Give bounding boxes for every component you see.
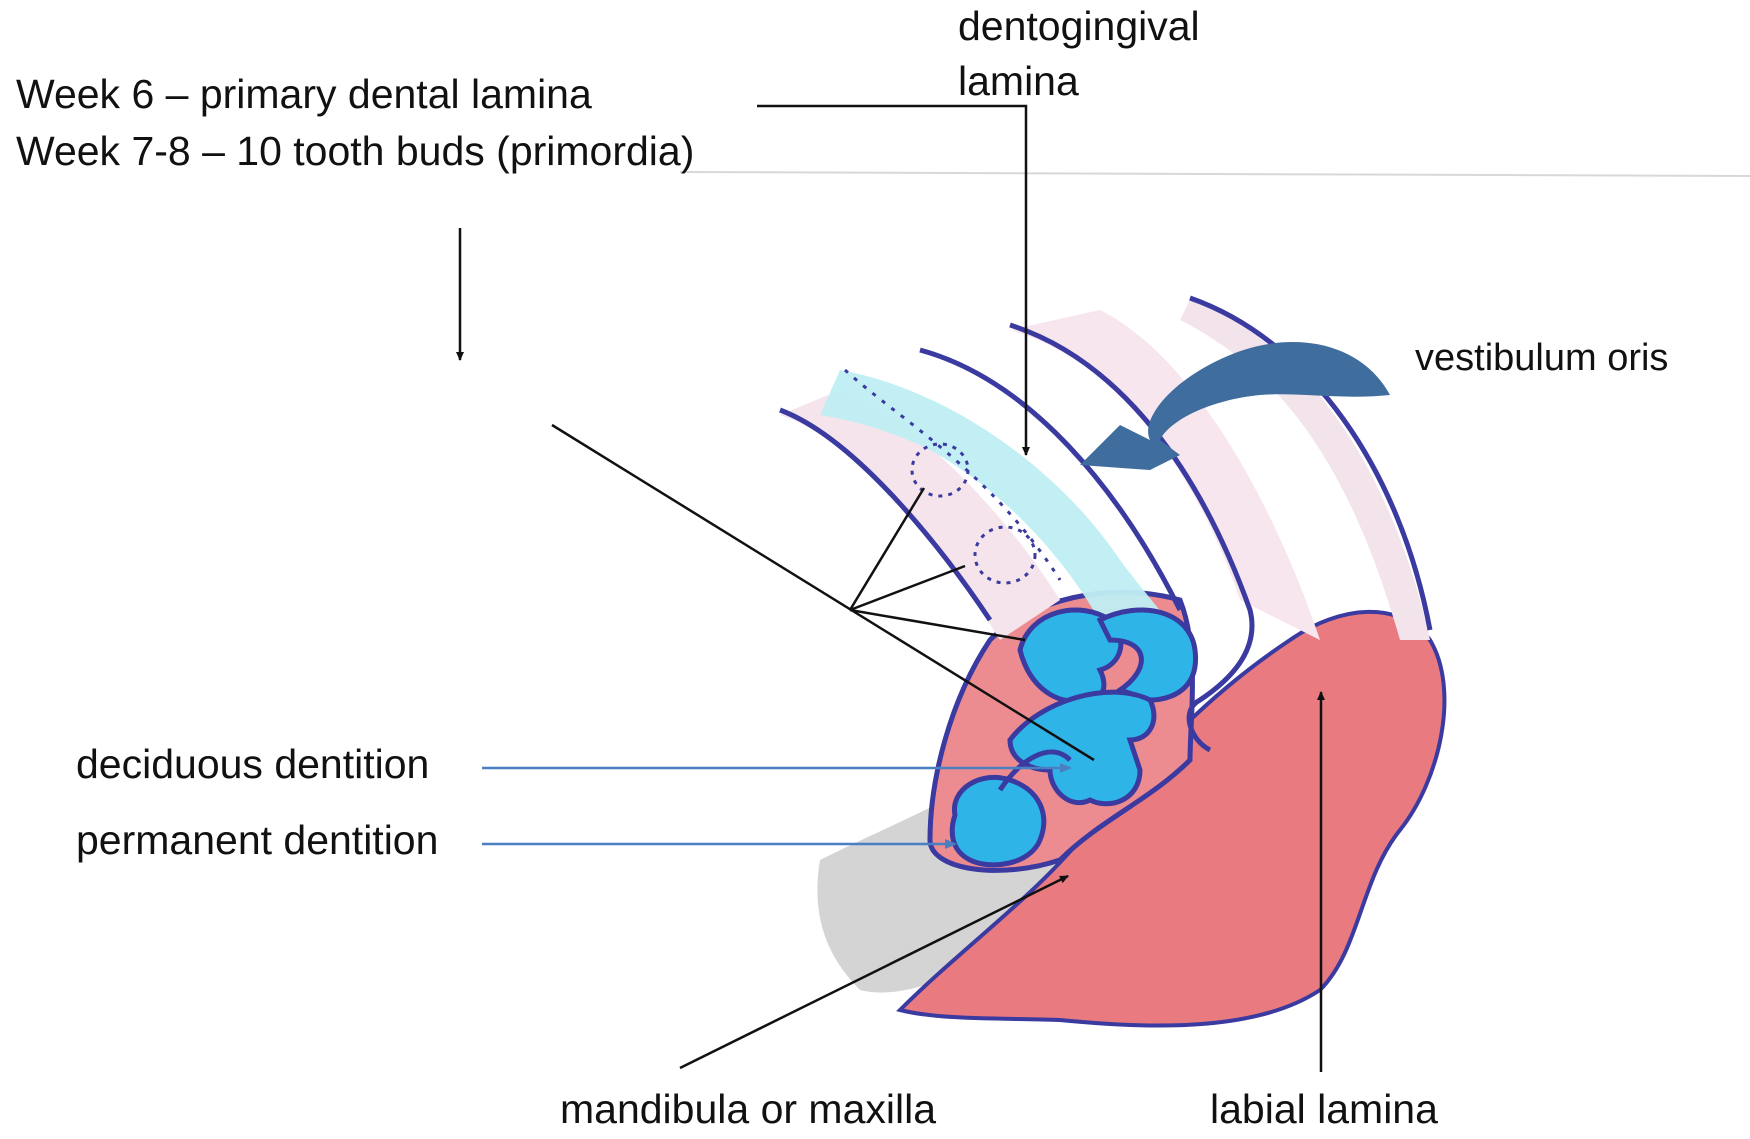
permanent-tooth-bud bbox=[952, 777, 1044, 864]
mandibula-or-maxilla-label: mandibula or maxilla bbox=[560, 1085, 936, 1134]
vestibulum-oris-label: vestibulum oris bbox=[1415, 336, 1668, 382]
week-7-8-label: Week 7-8 – 10 tooth buds (primordia) bbox=[16, 127, 694, 176]
bud-pointer-1 bbox=[850, 488, 924, 610]
deciduous-dentition-label: deciduous dentition bbox=[76, 740, 429, 789]
permanent-dentition-label: permanent dentition bbox=[76, 816, 438, 865]
dentogingival-label-line1: dentogingival bbox=[958, 2, 1200, 51]
labial-lamina-label: labial lamina bbox=[1210, 1085, 1438, 1134]
bud-pointer-2 bbox=[850, 566, 965, 610]
dentogingival-label-line2: lamina bbox=[958, 57, 1079, 106]
scan-line bbox=[680, 172, 1750, 176]
week-6-label: Week 6 – primary dental lamina bbox=[16, 70, 592, 119]
